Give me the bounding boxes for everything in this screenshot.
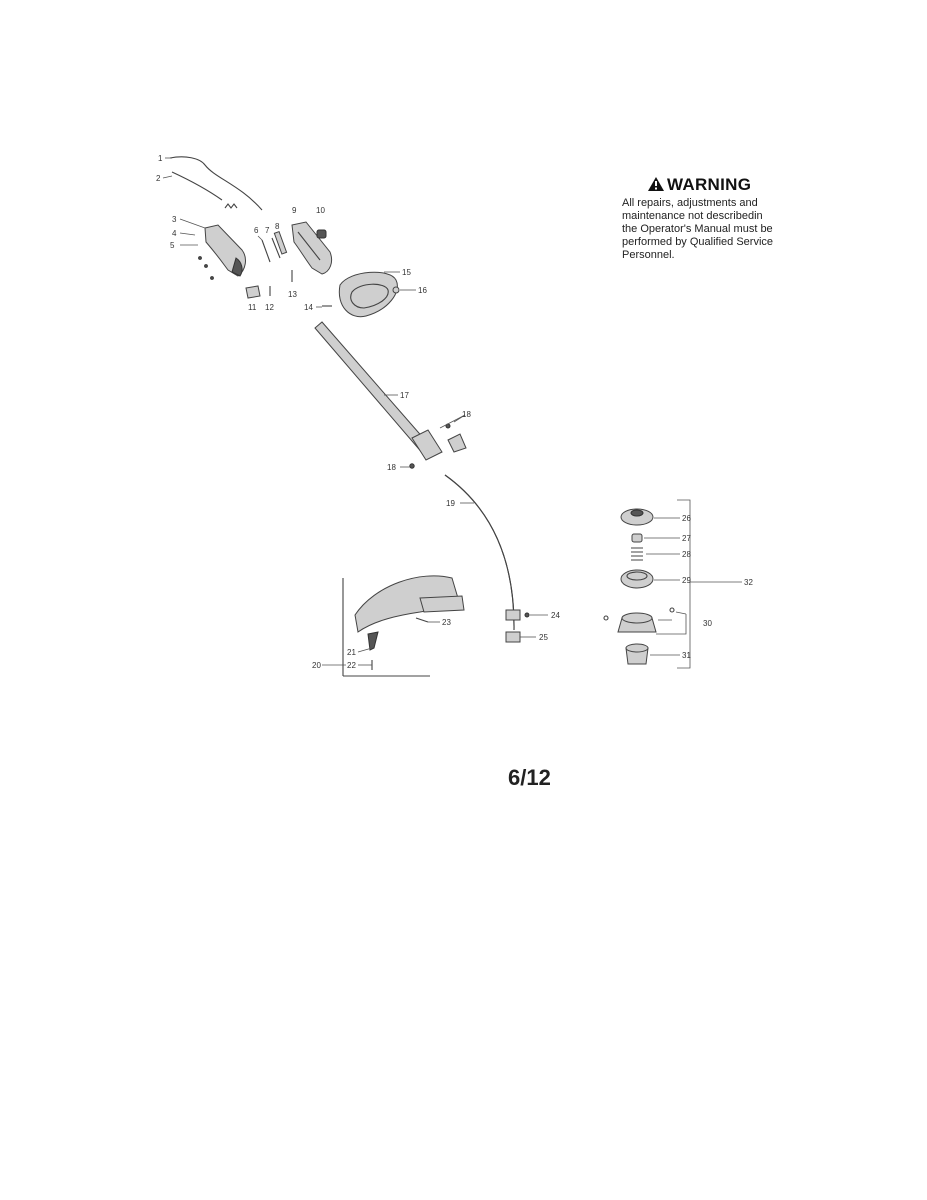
callout-25: 25	[539, 633, 548, 642]
warning-line: the Operator's Manual must be	[622, 223, 773, 235]
throttle-handle-right	[291, 221, 333, 275]
debris-shield	[342, 575, 465, 677]
callout-14: 14	[304, 303, 313, 312]
callout-24: 24	[551, 611, 560, 620]
callout-12: 12	[265, 303, 274, 312]
trigger-parts	[257, 230, 288, 263]
front-handle	[322, 271, 400, 318]
throttle-handle-left	[179, 218, 246, 280]
throttle-cable	[162, 156, 263, 211]
callout-32: 32	[744, 578, 753, 587]
coupler-knob	[409, 414, 467, 469]
screws-and-clips	[245, 270, 293, 299]
callout-18-bottom: 18	[387, 463, 396, 472]
callout-20: 20	[312, 661, 321, 670]
warning-notice: WARNING All repairs, adjustments and mai…	[622, 175, 827, 262]
warning-triangle-icon	[648, 176, 664, 196]
callout-16: 16	[418, 286, 427, 295]
callout-13: 13	[288, 290, 297, 299]
parts-diagram: 1 2 3 4 5 6 7 8 9 10 11 12 13 14 15 16 1…	[156, 154, 753, 677]
leader-lines	[316, 271, 680, 666]
callout-15: 15	[402, 268, 411, 277]
callout-5: 5	[170, 241, 175, 250]
callout-7: 7	[265, 226, 270, 235]
callout-29: 29	[682, 576, 691, 585]
callout-31: 31	[682, 651, 691, 660]
callout-18-top: 18	[462, 410, 471, 419]
trimmer-head	[603, 499, 742, 669]
warning-body: All repairs, adjustments and maintenance…	[622, 197, 827, 262]
warning-line: Personnel.	[622, 249, 675, 261]
warning-line: maintenance not describedin	[622, 210, 763, 222]
callout-2: 2	[156, 174, 161, 183]
callout-19: 19	[446, 499, 455, 508]
callout-labels: 1 2 3 4 5 6 7 8 9 10 11 12 13 14 15 16 1…	[156, 154, 753, 670]
callout-17: 17	[400, 391, 409, 400]
callout-30: 30	[703, 619, 712, 628]
page-number: 6/12	[508, 765, 551, 790]
callout-23: 23	[442, 618, 451, 627]
callout-21: 21	[347, 648, 356, 657]
callout-4: 4	[172, 229, 177, 238]
warning-line: performed by Qualified Service	[622, 236, 774, 248]
callout-28: 28	[682, 550, 691, 559]
warning-title-text: WARNING	[667, 175, 752, 194]
callout-8: 8	[275, 222, 280, 231]
callout-11: 11	[248, 303, 257, 312]
warning-title: WARNING	[648, 175, 827, 196]
callout-3: 3	[172, 215, 177, 224]
callout-26: 26	[682, 514, 691, 523]
callout-6: 6	[254, 226, 259, 235]
warning-line: All repairs, adjustments and	[622, 197, 758, 209]
lower-shaft	[444, 474, 530, 643]
callout-1: 1	[158, 154, 163, 163]
callout-27: 27	[682, 534, 691, 543]
upper-shaft	[314, 321, 443, 461]
callout-10: 10	[316, 206, 325, 215]
callout-9: 9	[292, 206, 297, 215]
callout-22: 22	[347, 661, 356, 670]
